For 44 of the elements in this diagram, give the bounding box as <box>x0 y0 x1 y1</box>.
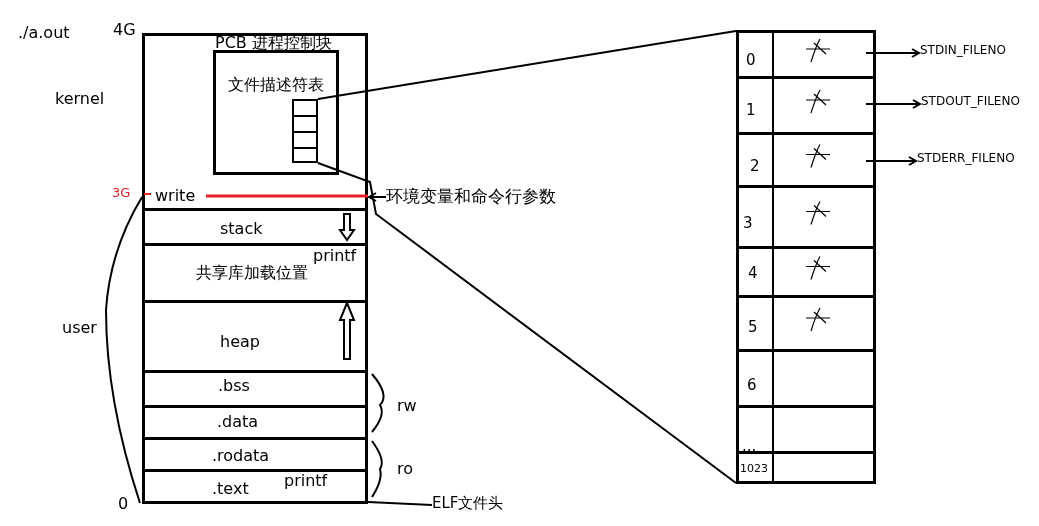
fd-table <box>736 30 876 484</box>
box-heading: 文件描述符表 <box>228 76 324 95</box>
memory-layout-box <box>142 33 368 504</box>
segment-label: heap <box>220 333 260 352</box>
annotation-text: STDERR_FILENO <box>917 152 1015 166</box>
address-mark: 4G <box>113 21 136 40</box>
segment-label: .bss <box>218 377 250 396</box>
connector-line <box>367 501 433 506</box>
row-index: 4 <box>748 265 758 283</box>
row-index: 5 <box>748 319 758 337</box>
brace-label: ro <box>397 460 413 479</box>
segment-label: printf <box>284 472 328 491</box>
arrow <box>865 156 917 166</box>
connector-line <box>317 30 737 100</box>
segment-label: .data <box>217 413 259 432</box>
row-index: 1 <box>746 102 756 120</box>
file-name: ./a.out <box>18 24 70 43</box>
annotation-text: STDIN_FILENO <box>920 44 1006 58</box>
memory-segment <box>142 208 368 243</box>
segment-label: .rodata <box>212 447 270 466</box>
segment-label: write <box>155 187 196 206</box>
arrow <box>368 192 387 202</box>
row-index: 2 <box>750 158 760 176</box>
region-label: kernel <box>55 90 105 109</box>
segment-label: stack <box>220 220 263 239</box>
row-index: 6 <box>747 377 757 395</box>
region-label: user <box>62 319 97 338</box>
table-row <box>739 405 873 451</box>
segment-label: 共享库加载位置 <box>196 264 308 283</box>
segment-label: printf <box>313 247 357 266</box>
annotation-text: 环境变量和命令行参数 <box>386 187 556 207</box>
row-index: 3 <box>743 215 753 233</box>
annotation-text: ELF文件头 <box>432 495 504 513</box>
address-mark: 0 <box>118 495 129 514</box>
brace-label: rw <box>397 397 417 416</box>
segment-label: .text <box>212 480 249 499</box>
row-index: 0 <box>746 52 756 70</box>
row-index: ... <box>742 438 757 456</box>
arrow <box>865 48 920 58</box>
connector-line <box>317 162 737 484</box>
row-index: 1023 <box>740 463 768 476</box>
address-mark: 3G <box>112 186 131 201</box>
annotation-text: STDOUT_FILENO <box>921 95 1020 109</box>
arrow <box>865 99 921 109</box>
